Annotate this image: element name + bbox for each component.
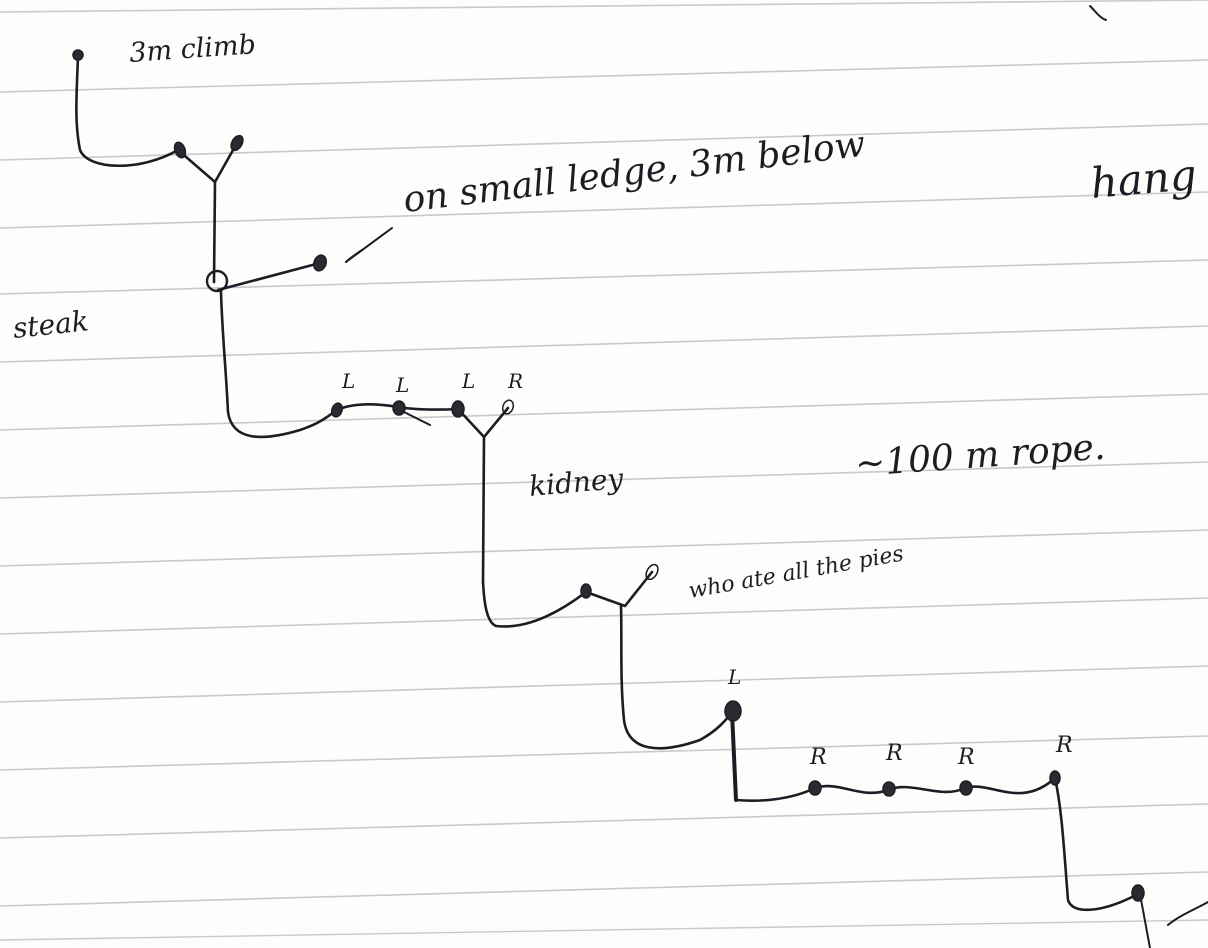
hang-note: hang [1089, 150, 1199, 208]
bolt-label-r5: R [1055, 733, 1073, 758]
pies-note: who ate all the pies [687, 541, 906, 603]
top-anchor [72, 49, 84, 61]
kidney-y-bolt-left [580, 583, 592, 599]
rope-line [75, 5, 1208, 948]
bolt-label-r1: R [507, 369, 523, 393]
final-traverse-bolt-1 [808, 780, 822, 796]
pies-rebelay-bolt [724, 700, 742, 722]
bolt-label-l3: L [461, 369, 475, 393]
bolt-labels: L L L R L R R R R [341, 369, 1073, 770]
final-traverse-bolt-4 [1049, 770, 1061, 786]
traverse-bolt-1 [330, 402, 344, 418]
rope-note: ~100 m rope. [854, 427, 1107, 485]
y-hang-bolt-right [230, 134, 244, 152]
kidney-y-bolt-right [645, 563, 659, 581]
handwritten-notes: 3m climb on small ledge, 3m below hang s… [11, 29, 1198, 604]
traverse-bolt-3 [451, 400, 465, 418]
final-traverse-bolt-3 [959, 780, 973, 796]
bolt-label-l2: L [395, 373, 409, 397]
bolts [72, 49, 1145, 902]
bolt-label-l4: L [727, 665, 741, 689]
steak-rebelay-ring [205, 269, 229, 293]
bolt-label-r2: R [809, 745, 827, 770]
steak-note: steak [11, 304, 90, 345]
bottom-bolt [1131, 884, 1145, 902]
bolt-label-r4: R [957, 745, 975, 770]
bolt-label-l1: L [341, 369, 355, 393]
bolt-label-r3: R [885, 741, 903, 766]
title-note: 3m climb [128, 29, 257, 69]
y-hang-bolt-left [173, 141, 187, 159]
final-traverse-bolt-2 [882, 781, 896, 797]
kidney-note: kidney [528, 462, 626, 503]
traverse-bolt-2 [392, 400, 406, 416]
ledge-bolt [312, 254, 328, 272]
traverse-bolt-4 [501, 399, 515, 415]
ledge-note: on small ledge, 3m below [401, 124, 867, 221]
